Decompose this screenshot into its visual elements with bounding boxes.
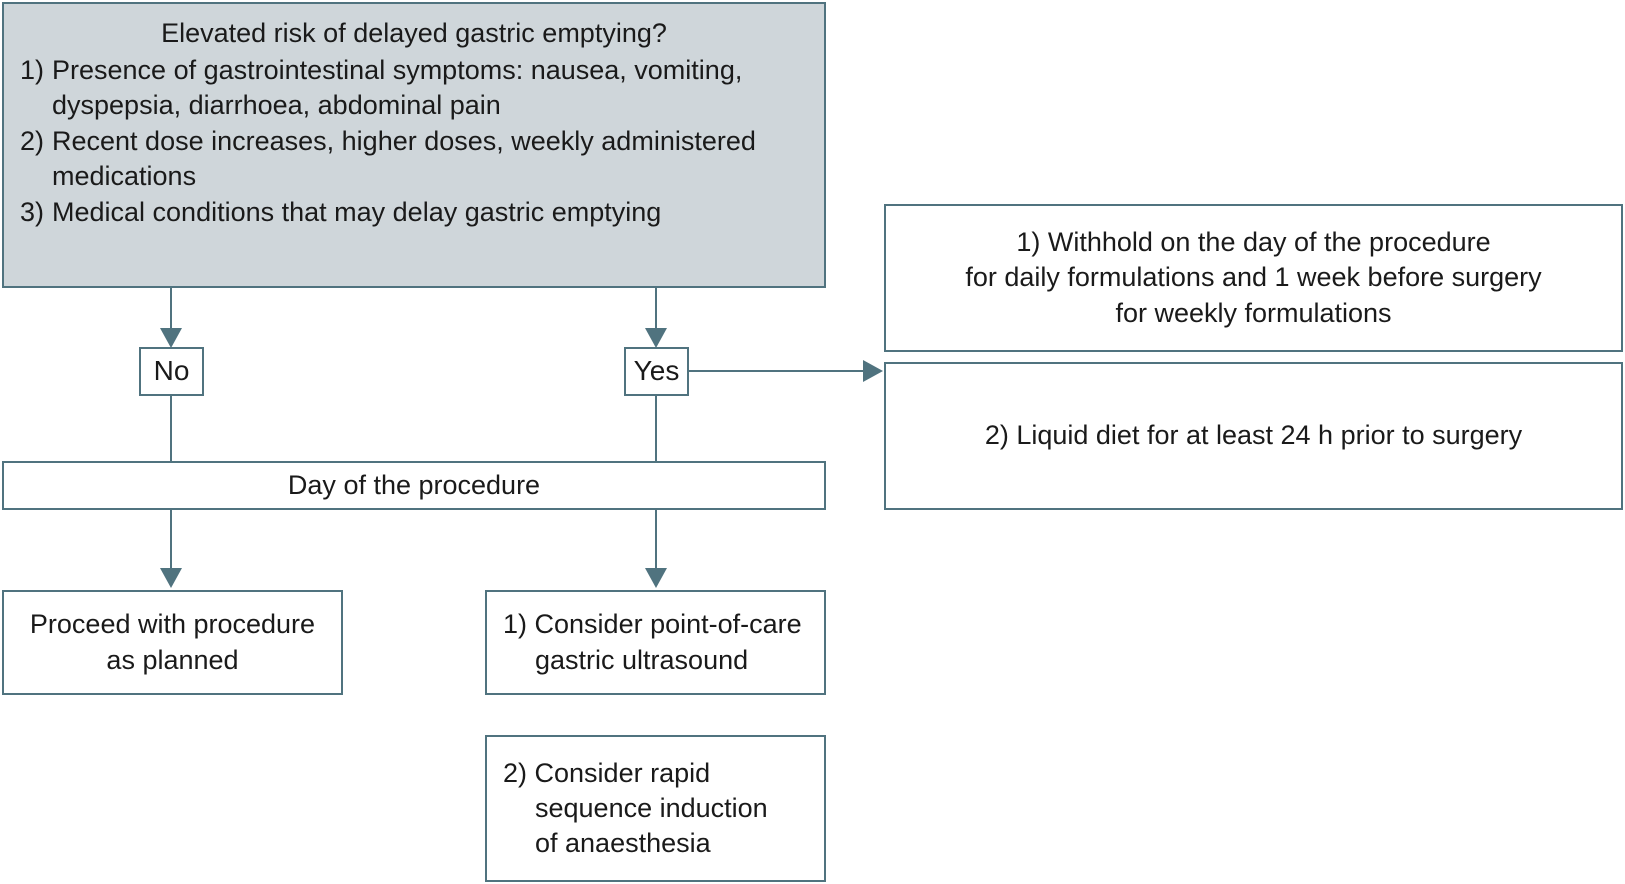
- root-question: Elevated risk of delayed gastric emptyin…: [161, 18, 667, 48]
- connector-yes-to-day: [655, 396, 657, 462]
- outcome-gastric-ultrasound-body: Consider point-of-care gastric ultrasoun…: [534, 609, 802, 675]
- action-liquid-diet-box: 2) Liquid diet for at least 24 h prior t…: [884, 362, 1623, 510]
- arrowhead-day-to-ultrasound-icon: [645, 568, 667, 588]
- day-of-procedure-box: Day of the procedure: [2, 461, 826, 510]
- branch-yes-text: Yes: [633, 355, 680, 387]
- outcome-gastric-ultrasound-number: 1): [503, 609, 528, 640]
- arrowhead-root-to-yes-icon: [645, 328, 667, 348]
- outcome-gastric-ultrasound-text: 1) Consider point-of-care gastric ultras…: [503, 607, 802, 677]
- root-criterion-3: 3) Medical conditions that may delay gas…: [20, 195, 808, 230]
- outcome-proceed-text: Proceed with procedure as planned: [29, 609, 316, 675]
- arrowhead-root-to-no-icon: [160, 328, 182, 348]
- root-criterion-2: 2) Recent dose increases, higher doses, …: [20, 124, 808, 194]
- connector-root-to-yes: [655, 288, 657, 330]
- criterion-2-number: 2): [20, 126, 45, 157]
- outcome-rsi-number: 2): [503, 757, 528, 788]
- outcome-rapid-sequence-induction-box: 2) Consider rapid sequence induction of …: [485, 735, 826, 882]
- root-decision-box: Elevated risk of delayed gastric emptyin…: [2, 2, 826, 288]
- action-withhold-box: 1) Withhold on the day of the procedure …: [884, 204, 1623, 352]
- outcome-rsi-body: Consider rapid sequence induction of ana…: [534, 757, 768, 859]
- arrowhead-day-to-proceed-icon: [160, 568, 182, 588]
- arrowhead-yes-to-actions-icon: [863, 360, 883, 382]
- criterion-1-text: Presence of gastrointestinal symptoms: n…: [52, 55, 743, 121]
- root-criterion-1: 1) Presence of gastrointestinal symptoms…: [20, 53, 808, 123]
- criterion-2-text: Recent dose increases, higher doses, wee…: [52, 126, 756, 192]
- criterion-3-number: 3): [20, 197, 45, 228]
- action-liquid-diet-text: 2) Liquid diet for at least 24 h prior t…: [984, 420, 1523, 451]
- branch-label-no: No: [139, 347, 204, 396]
- action-withhold-text: 1) Withhold on the day of the procedure …: [965, 227, 1542, 328]
- criterion-1-number: 1): [20, 55, 45, 86]
- connector-day-to-proceed: [170, 510, 172, 570]
- outcome-proceed-box: Proceed with procedure as planned: [2, 590, 343, 695]
- root-criteria-list: 1) Presence of gastrointestinal symptoms…: [20, 53, 808, 230]
- criterion-3-text: Medical conditions that may delay gastri…: [52, 197, 662, 228]
- branch-label-yes: Yes: [624, 347, 689, 396]
- connector-root-to-no: [170, 288, 172, 330]
- day-of-procedure-text: Day of the procedure: [287, 469, 541, 500]
- connector-day-to-ultrasound: [655, 510, 657, 570]
- outcome-gastric-ultrasound-box: 1) Consider point-of-care gastric ultras…: [485, 590, 826, 695]
- connector-no-to-day: [170, 396, 172, 462]
- outcome-rsi-text: 2) Consider rapid sequence induction of …: [503, 756, 768, 861]
- connector-yes-to-actions: [689, 370, 865, 372]
- branch-no-text: No: [153, 355, 190, 387]
